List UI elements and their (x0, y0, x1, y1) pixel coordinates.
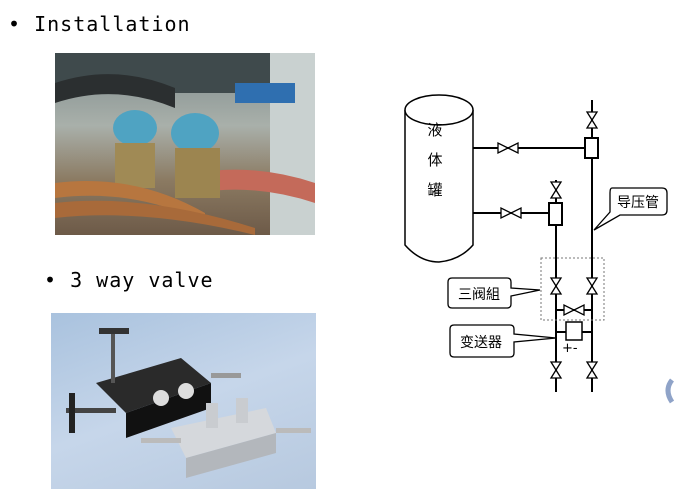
tank-label-1: 液 (427, 121, 442, 139)
tank-label-3: 罐 (427, 181, 442, 199)
valve-manifold-callout: 三阀組 (447, 277, 541, 309)
valves (497, 111, 599, 379)
tank-label-2: 体 (427, 151, 442, 169)
bullet-installation: • Installation (8, 12, 191, 36)
three-way-valve-photo (51, 313, 316, 489)
bullet-3-way-valve: • 3 way valve (44, 268, 214, 292)
valve-manifold-outline (540, 257, 605, 321)
transmitter-callout: 变送器 (449, 324, 557, 358)
transmitter-symbol (565, 321, 583, 341)
impulse-pipe-label: 导压管 (617, 195, 659, 211)
polarity-label: +- (562, 341, 578, 356)
liquid-tank: 液 体 罐 (404, 94, 474, 263)
transmitter-label: 变送器 (460, 335, 502, 351)
decorative-mark (665, 378, 675, 404)
installation-photo (55, 53, 315, 235)
impulse-pipe-callout: 导压管 (593, 187, 668, 231)
valve-manifold-label: 三阀組 (458, 287, 500, 303)
